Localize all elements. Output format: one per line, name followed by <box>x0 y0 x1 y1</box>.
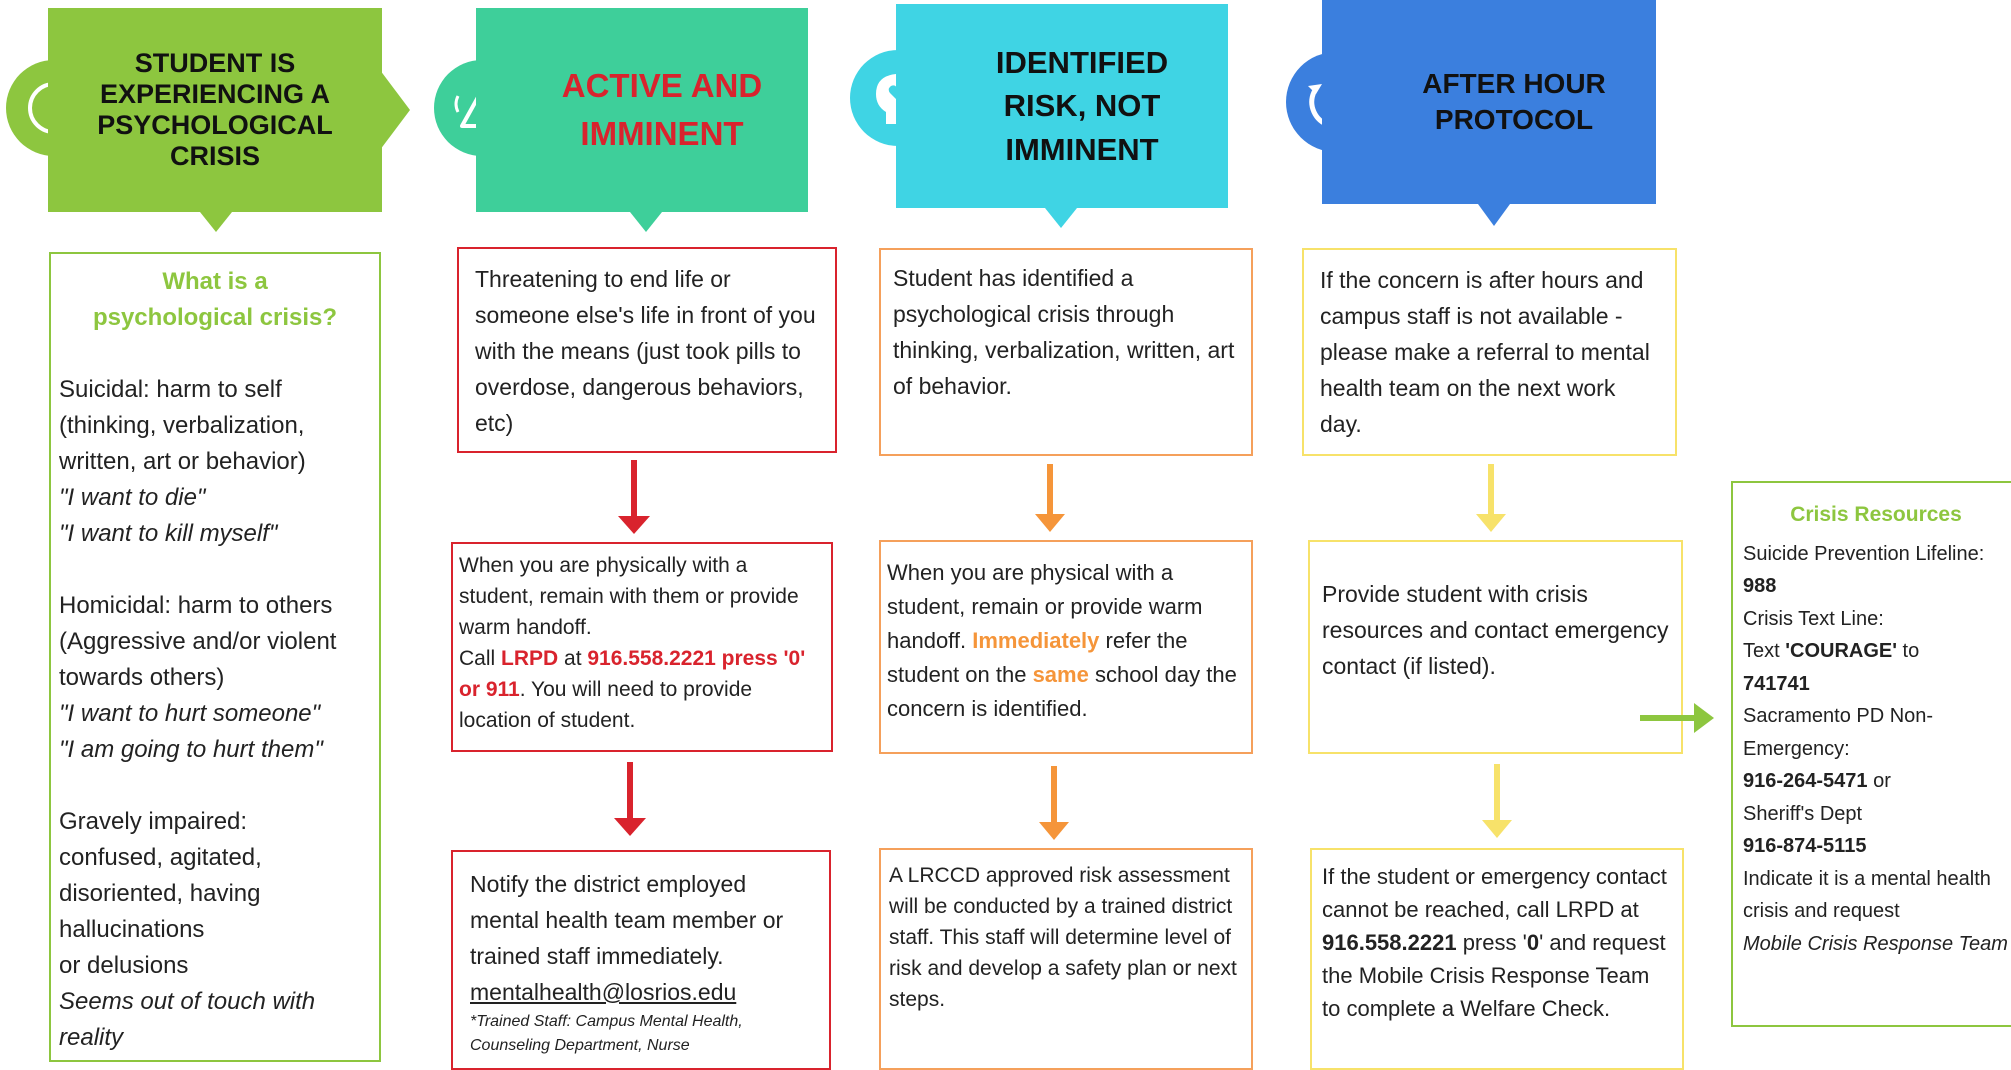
identified-text-part: When you are physical with a student, re… <box>887 560 1203 653</box>
after-text-part: If the student or emergency contact cann… <box>1322 864 1667 922</box>
quote-text: "I am going to hurt them" <box>59 736 323 763</box>
after-text-part: ' and request the Mobile Crisis Response… <box>1322 930 1666 1021</box>
resource-number: 988 <box>1743 575 1777 597</box>
header-line: EXPERIENCING A <box>99 78 331 109</box>
lrpd-phone: 916.558.2221 <box>1322 930 1457 955</box>
arrow-right-icon <box>1640 703 1714 733</box>
resource-line: Suicide Prevention Lifeline: 988 <box>1743 538 2009 603</box>
resource-line: Sacramento PD Non-Emergency: <box>1743 705 1934 760</box>
pointer-down-icon <box>1478 204 1510 226</box>
header-line: IDENTIFIED <box>995 44 1169 80</box>
header-line: PROTOCOL <box>1434 104 1594 135</box>
resource-number: 916-264-5471 <box>1743 770 1868 792</box>
arrow-down-icon <box>614 762 646 836</box>
after-box-3: If the student or emergency contact cann… <box>1310 848 1684 1070</box>
identified-text-part: refer the student on the <box>887 628 1188 687</box>
active-box-3: Notify the district employed mental heal… <box>451 850 831 1070</box>
active-box-2-text: When you are physically with a student, … <box>459 554 799 639</box>
same-label: same <box>1032 662 1089 687</box>
header-after-hour: AFTER HOUR PROTOCOL <box>1322 0 1656 204</box>
arrow-down-icon <box>618 460 650 534</box>
delusions-text: or delusions <box>59 952 189 979</box>
call-rest: . You will need to provide location of s… <box>459 678 753 732</box>
header-line: CRISIS <box>169 141 260 172</box>
active-box-2-call: Call LRPD at 916.558.2221 press '0' or 9… <box>459 643 825 736</box>
out-of-touch-text: Seems out of touch with reality <box>59 988 316 1051</box>
impaired-text: Gravely impaired: confused, agitated, di… <box>59 808 262 943</box>
after-box-2: Provide student with crisis resources an… <box>1308 540 1683 754</box>
email-link[interactable]: mentalhealth@losrios.edu <box>470 979 737 1005</box>
identified-box-2-text: When you are physical with a student, re… <box>887 556 1245 726</box>
resource-line: Text 'COURAGE' to <box>1743 635 2009 668</box>
identified-box-3: A LRCCD approved risk assessment will be… <box>879 848 1253 1070</box>
arrow-down-icon <box>1476 464 1506 532</box>
header-active-imminent: ACTIVE AND IMMINENT <box>476 8 808 212</box>
after-box-3-text: If the student or emergency contact cann… <box>1322 860 1672 1025</box>
after-box-1: If the concern is after hours and campus… <box>1302 248 1677 456</box>
active-box-2: When you are physically with a student, … <box>451 542 833 752</box>
resource-number: 916-874-5115 <box>1743 835 1867 857</box>
definition-title: What is a psychological crisis? <box>92 268 338 331</box>
resource-label: to <box>1897 640 1920 662</box>
resource-line: Crisis Text Line: <box>1743 607 1884 630</box>
definition-box: What is a psychological crisis? Suicidal… <box>49 252 381 1062</box>
resource-keyword: 'COURAGE' <box>1785 640 1897 662</box>
after-box-1-text: If the concern is after hours and campus… <box>1320 267 1650 437</box>
header-line: ACTIVE AND <box>561 67 763 105</box>
arrow-down-icon <box>1035 464 1065 532</box>
suicidal-text: Suicidal: harm to self (thinking, verbal… <box>59 376 306 475</box>
at-label: at <box>558 647 588 670</box>
header-line: AFTER HOUR <box>1422 67 1606 99</box>
header-line: IMMINENT <box>1005 131 1159 167</box>
quote-text: "I want to hurt someone" <box>59 700 321 727</box>
active-box-3-text: Notify the district employed mental heal… <box>470 871 784 969</box>
identified-text-part: school day the concern is identified. <box>887 662 1237 721</box>
quote-text: "I want to die" <box>59 484 206 511</box>
lrpd-phone: 916.558.2221 press '0' or 911 <box>459 647 806 701</box>
pointer-down-icon <box>1045 208 1077 228</box>
identified-box-2: When you are physical with a student, re… <box>879 540 1253 754</box>
header-line: PSYCHOLOGICAL <box>97 110 333 140</box>
identified-box-3-text: A LRCCD approved risk assessment will be… <box>889 864 1237 1011</box>
resource-line: Sheriff's Dept <box>1743 802 1863 825</box>
zero-label: 0 <box>1526 930 1540 955</box>
pointer-down-icon <box>200 212 232 232</box>
arrow-right-icon <box>380 70 410 150</box>
resource-label: Text <box>1743 640 1786 662</box>
resource-line: Mobile Crisis Response Team <box>1743 932 2008 955</box>
resource-label: or <box>1867 770 1891 792</box>
header-line: STUDENT IS <box>134 47 296 78</box>
pointer-down-icon <box>630 212 662 232</box>
resource-line: 916-264-5471 or <box>1743 765 2009 798</box>
trained-staff-note: *Trained Staff: Campus Mental Health, Co… <box>470 1013 743 1054</box>
resource-number: 741741 <box>1743 672 1810 695</box>
after-box-2-text: Provide student with crisis resources an… <box>1322 581 1669 679</box>
arrow-down-icon <box>1039 766 1069 840</box>
arrow-down-icon <box>1482 764 1512 838</box>
header-line: RISK, NOT <box>1003 88 1161 124</box>
quote-text: "I want to kill myself" <box>59 520 278 547</box>
identified-box-1: Student has identified a psychological c… <box>879 248 1253 456</box>
crisis-resources-box: Crisis Resources Suicide Prevention Life… <box>1731 481 2011 1027</box>
resource-line: Indicate it is a mental health crisis an… <box>1743 867 1991 923</box>
resources-title: Crisis Resources <box>1790 503 1962 526</box>
homicidal-text: Homicidal: harm to others (Aggressive an… <box>59 592 337 691</box>
header-identified-risk: IDENTIFIED RISK, NOT IMMINENT <box>896 4 1228 208</box>
active-box-1-text: Threatening to end life or someone else'… <box>475 266 816 436</box>
resource-label: Suicide Prevention Lifeline: <box>1743 542 1985 565</box>
call-label: Call <box>459 647 502 670</box>
identified-box-1-text: Student has identified a psychological c… <box>893 265 1235 399</box>
header-line: IMMINENT <box>580 115 744 152</box>
after-text-part: press ' <box>1456 930 1527 955</box>
immediately-label: Immediately <box>972 628 1100 653</box>
lrpd-label: LRPD <box>501 647 559 670</box>
header-student-crisis: STUDENT IS EXPERIENCING A PSYCHOLOGICAL … <box>48 8 382 212</box>
active-box-1: Threatening to end life or someone else'… <box>457 247 837 453</box>
